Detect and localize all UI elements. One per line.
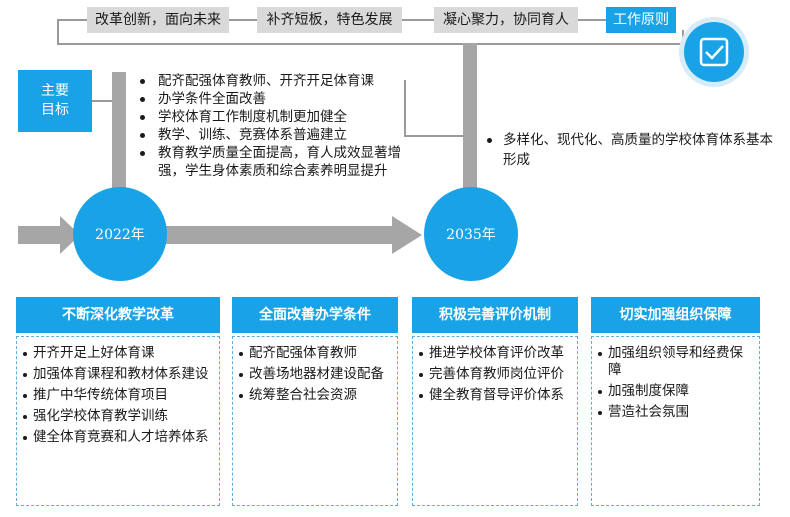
timeline-arrows <box>0 214 790 256</box>
principles-title: 工作原则 <box>606 7 676 33</box>
list-item: 开齐开足上好体育课 <box>23 345 215 362</box>
list-item: 推进学校体育评价改革 <box>419 345 573 362</box>
principle-2: 补齐短板，特色发展 <box>257 7 402 33</box>
principles-frame-top <box>57 19 87 21</box>
column-1-body: 开齐开足上好体育课 加强体育课程和教材体系建设 推广中华传统体育项目 强化学校体… <box>16 336 220 506</box>
vertical-bar-2035 <box>463 43 477 195</box>
column-2-title: 全面改善办学条件 <box>232 297 398 333</box>
goals-connector-left <box>92 100 116 102</box>
goal-item: 教学、训练、竞赛体系普遍建立 <box>140 126 410 144</box>
goals-2022-list: 配齐配强体育教师、开齐开足体育课 办学条件全面改善 学校体育工作制度机制更加健全… <box>140 72 410 180</box>
column-1-title: 不断深化教学改革 <box>16 297 220 333</box>
column-2-body: 配齐配强体育教师 改善场地器材建设配备 统筹整合社会资源 <box>232 336 398 506</box>
list-item: 加强制度保障 <box>598 383 755 400</box>
list-item: 统筹整合社会资源 <box>239 387 393 404</box>
column-3-title: 积极完善评价机制 <box>412 297 578 333</box>
principle-3: 凝心聚力，协同育人 <box>434 7 578 33</box>
list-item: 改善场地器材建设配备 <box>239 366 393 383</box>
goals-connector-v <box>404 80 406 136</box>
list-item: 推广中华传统体育项目 <box>23 387 215 404</box>
vertical-bar-2022 <box>112 72 126 202</box>
principle-1: 改革创新，面向未来 <box>87 7 229 33</box>
list-item: 营造社会氛围 <box>598 404 755 421</box>
column-3-body: 推进学校体育评价改革 完善体育教师岗位评价 健全教育督导评价体系 <box>412 336 578 506</box>
goal-item: 配齐配强体育教师、开齐开足体育课 <box>140 72 410 90</box>
goals-2035-list: 多样化、现代化、高质量的学校体育体系基本形成 <box>487 130 777 170</box>
principles-frame-left <box>57 19 59 44</box>
main-goals-label: 主要 目标 <box>18 70 92 132</box>
list-item: 加强组织领导和经费保障 <box>598 345 755 379</box>
list-item: 加强体育课程和教材体系建设 <box>23 366 215 383</box>
principles-gap2 <box>402 19 434 21</box>
goal-item: 教育教学质量全面提高，育人成效显著增强，学生身体素质和综合素养明显提升 <box>140 144 410 180</box>
year-2022-circle: 2022年 <box>73 187 167 281</box>
list-item: 健全体育竞赛和人才培养体系 <box>23 429 215 446</box>
check-square-icon <box>678 16 750 88</box>
principles-gap1 <box>229 19 257 21</box>
goal-item: 办学条件全面改善 <box>140 90 410 108</box>
principles-frame-bottom <box>57 43 683 45</box>
column-4-body: 加强组织领导和经费保障 加强制度保障 营造社会氛围 <box>591 336 760 506</box>
goal-item: 学校体育工作制度机制更加健全 <box>140 108 410 126</box>
list-item: 完善体育教师岗位评价 <box>419 366 573 383</box>
column-4-title: 切实加强组织保障 <box>591 297 760 333</box>
goals-connector-h <box>404 135 470 137</box>
list-item: 健全教育督导评价体系 <box>419 387 573 404</box>
list-item: 配齐配强体育教师 <box>239 345 393 362</box>
principles-gap3 <box>578 19 606 21</box>
year-2035-circle: 2035年 <box>424 187 518 281</box>
goal-item: 多样化、现代化、高质量的学校体育体系基本形成 <box>487 130 777 170</box>
list-item: 强化学校体育教学训练 <box>23 408 215 425</box>
